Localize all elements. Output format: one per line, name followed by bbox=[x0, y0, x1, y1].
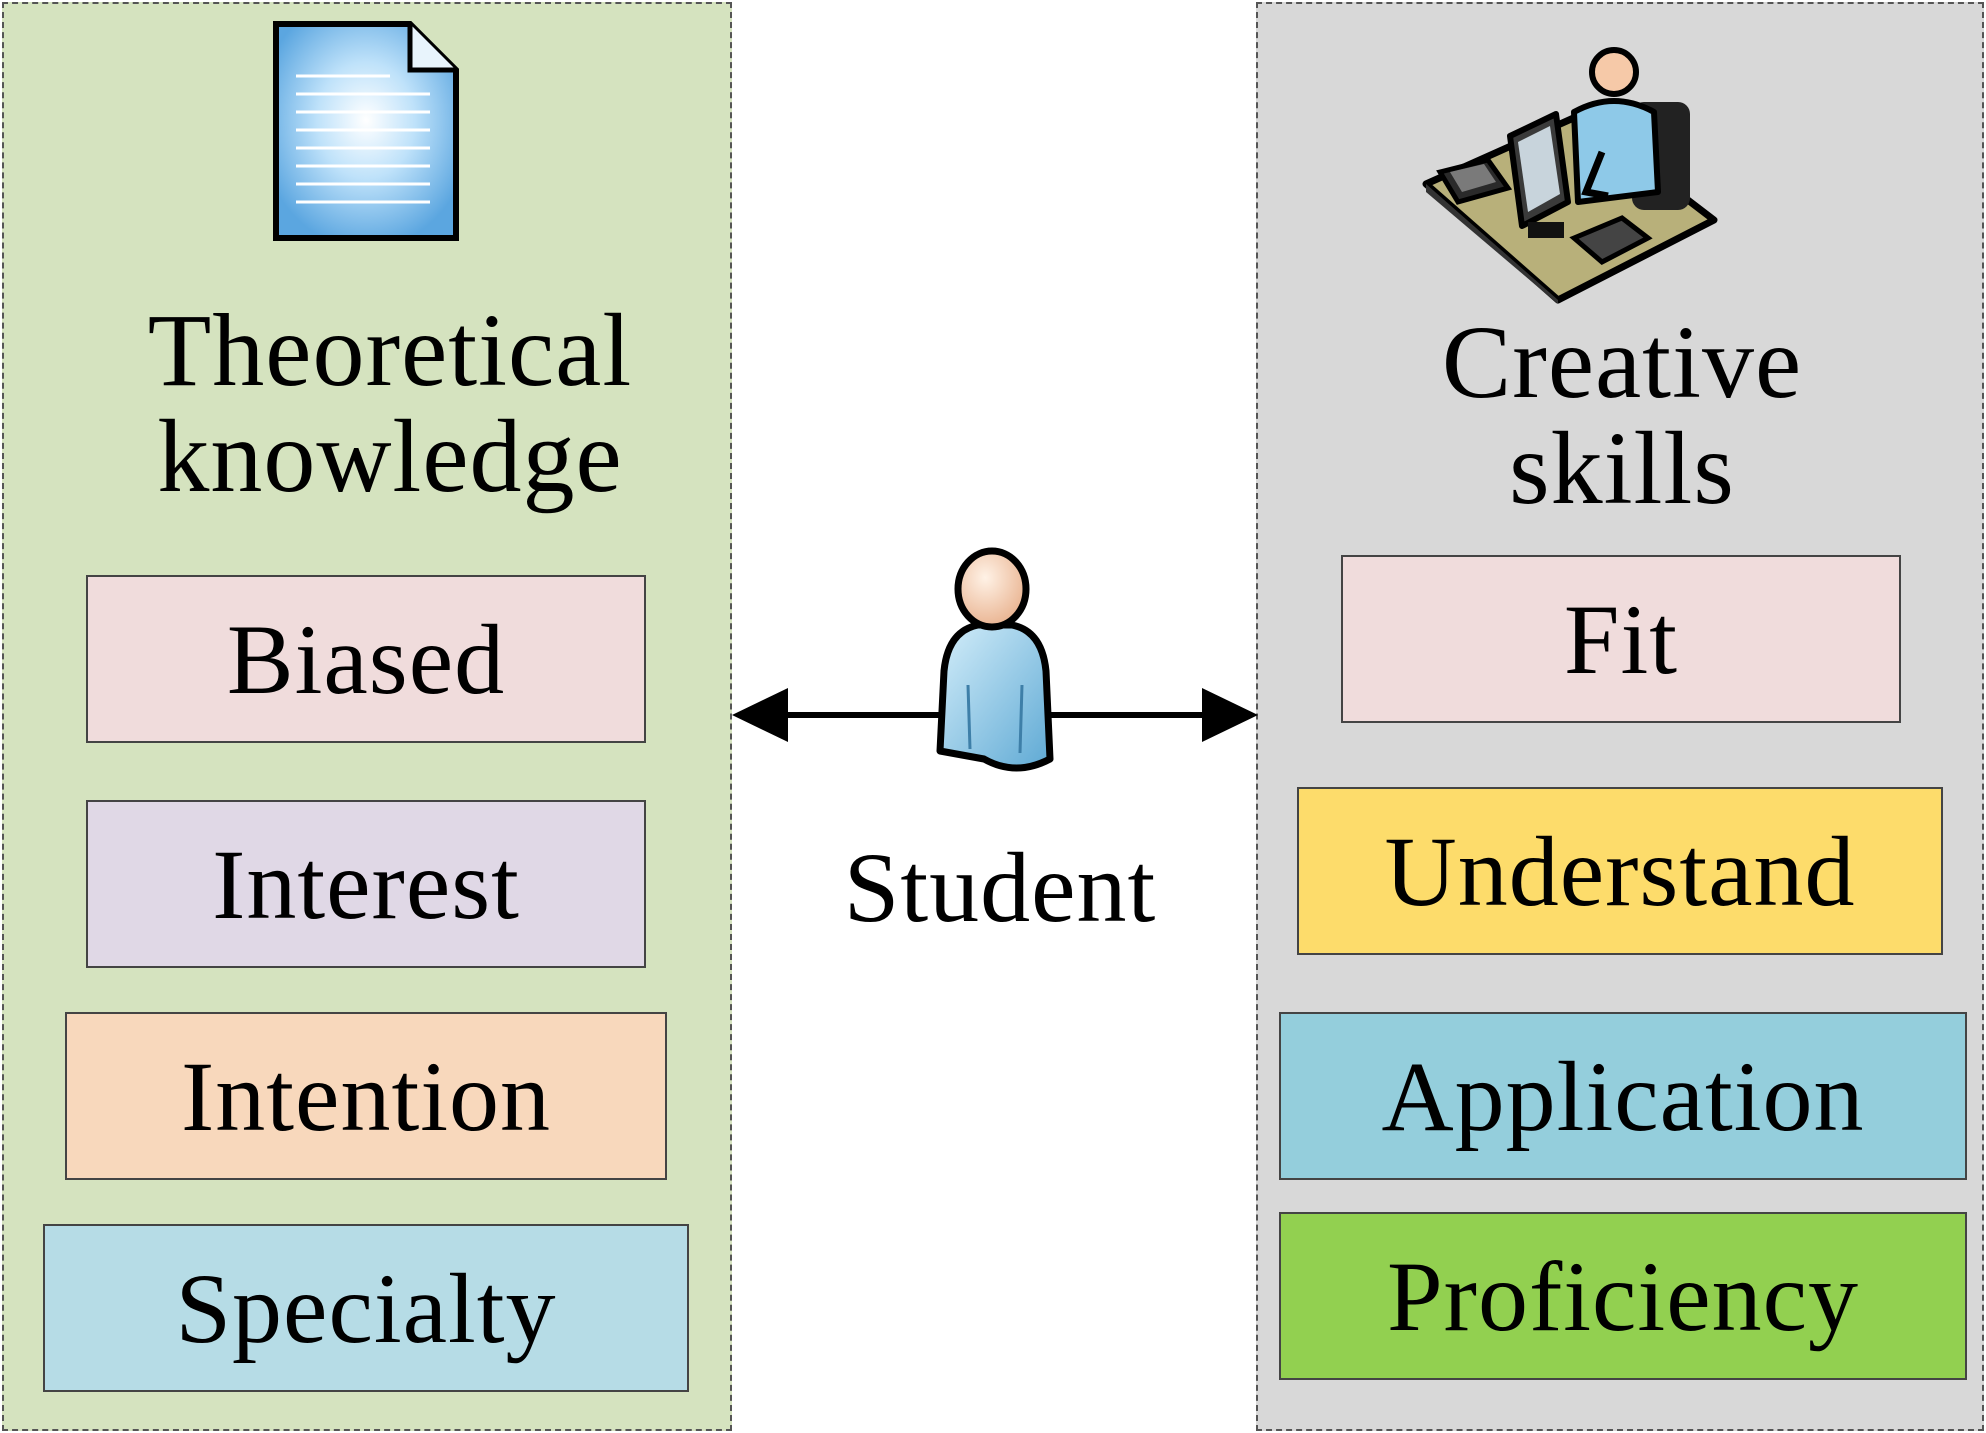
item-application-label: Application bbox=[1381, 1040, 1865, 1152]
item-intention: Intention bbox=[65, 1012, 667, 1180]
item-understand-label: Understand bbox=[1384, 815, 1856, 927]
item-specialty: Specialty bbox=[43, 1224, 689, 1392]
item-biased: Biased bbox=[86, 575, 646, 743]
right-title-line2: skills bbox=[1509, 411, 1735, 527]
right-title-line1: Creative bbox=[1441, 305, 1803, 420]
item-understand: Understand bbox=[1297, 787, 1943, 955]
left-title-line2: knowledge bbox=[157, 399, 623, 515]
student-icon bbox=[936, 547, 1054, 772]
item-fit-label: Fit bbox=[1563, 583, 1679, 695]
workstation-icon bbox=[1422, 47, 1718, 304]
item-biased-label: Biased bbox=[226, 603, 506, 715]
left-panel-title: Theoretical knowledge bbox=[90, 293, 690, 515]
item-proficiency-label: Proficiency bbox=[1387, 1240, 1859, 1352]
item-interest-label: Interest bbox=[212, 828, 520, 940]
left-title-line1: Theoretical bbox=[147, 293, 633, 408]
document-icon bbox=[273, 21, 459, 241]
student-label: Student bbox=[843, 832, 1157, 943]
item-specialty-label: Specialty bbox=[175, 1252, 557, 1364]
item-interest: Interest bbox=[86, 800, 646, 968]
item-fit: Fit bbox=[1341, 555, 1901, 723]
item-application: Application bbox=[1279, 1012, 1967, 1180]
item-intention-label: Intention bbox=[180, 1040, 552, 1152]
item-proficiency: Proficiency bbox=[1279, 1212, 1967, 1380]
right-panel-title: Creative skills bbox=[1322, 305, 1922, 527]
